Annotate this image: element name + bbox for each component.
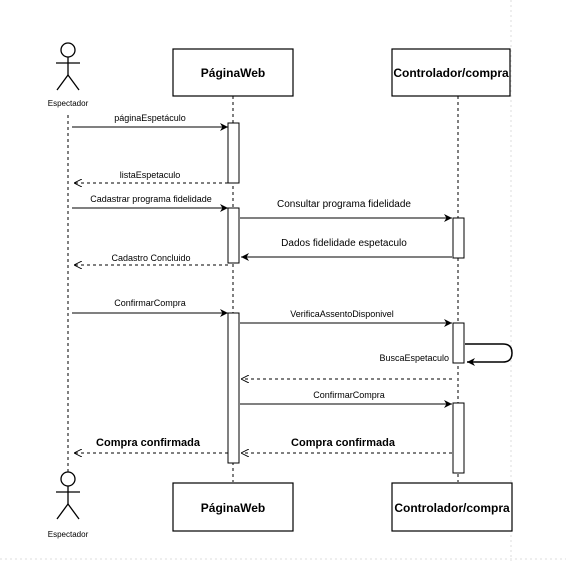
message-label: páginaEspetáculo [114,113,186,123]
activation-bar [452,217,465,259]
message-label: Dados fidelidade espetaculo [281,238,407,249]
message-label: Compra confirmada [96,437,201,449]
participant-controlador-bottom[interactable]: Controlador/compra [391,482,513,532]
participant-label: Controlador/compra [393,66,509,80]
message-label: ConfirmarCompra [114,298,186,308]
message-label: VerificaAssentoDisponivel [290,309,394,319]
participant-controlador-top[interactable]: Controlador/compra [391,48,511,97]
self-message-arrow [465,343,513,366]
actor-espectador-bottom[interactable]: Espectador [48,471,89,539]
activation-bar [227,122,240,184]
participant-paginaweb-top[interactable]: PáginaWeb [172,48,294,97]
actor-label: Espectador [48,530,89,539]
actor-label: Espectador [48,99,89,108]
participant-paginaweb-bottom[interactable]: PáginaWeb [172,482,294,532]
message-label: BuscaEspetaculo [379,353,449,363]
activation-bar [452,322,465,364]
participant-label: PáginaWeb [201,501,265,515]
message-label: Cadastro Concluido [111,253,190,263]
actor-head-icon [60,42,76,58]
message-label: ConfirmarCompra [313,390,385,400]
activation-bar [227,207,240,264]
message-label: listaEspetaculo [120,170,181,180]
actor-espectador-top[interactable]: Espectador [48,42,89,108]
message-label: Compra confirmada [291,437,396,449]
activation-bar [452,402,465,474]
participant-label: Controlador/compra [394,501,510,515]
activation-bar [227,312,240,464]
participant-label: PáginaWeb [201,66,265,80]
message-label: Consultar programa fidelidade [277,199,411,210]
message-label: Cadastrar programa fidelidade [90,194,212,204]
actor-head-icon [60,471,76,487]
